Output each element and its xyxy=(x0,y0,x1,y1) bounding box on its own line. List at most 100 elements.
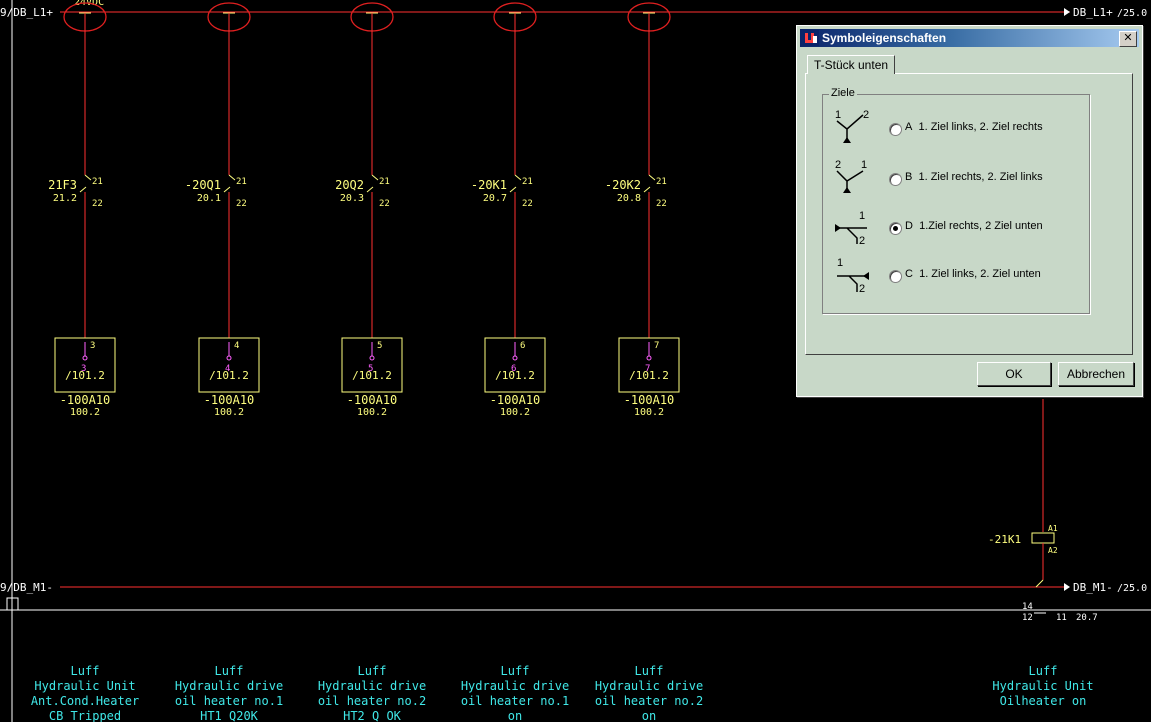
option-a-radio[interactable] xyxy=(889,123,902,136)
relay-xref-page: 20.7 xyxy=(1076,613,1098,623)
desc-line-4: on xyxy=(642,709,656,722)
t-piece-down-left-right-icon: 1 2 xyxy=(835,109,869,143)
desc-line-1: Luff xyxy=(358,664,387,678)
io-module-box[interactable] xyxy=(484,337,546,393)
option-c-label: C 1. Ziel links, 2. Ziel unten xyxy=(905,268,1041,280)
tab-panel: Ziele 1 2 A 1. Ziel links, 2. Ziel recht… xyxy=(805,73,1133,355)
terminal-top: 21 xyxy=(236,177,247,187)
device-ref: 100.2 xyxy=(357,407,387,418)
io-module-box[interactable] xyxy=(618,337,680,393)
contact-ref: 20.8 xyxy=(617,193,641,204)
circuit-column[interactable]: 21F321.2212233/101.2-100A10100.2LuffHydr… xyxy=(31,2,139,722)
svg-text:2: 2 xyxy=(859,235,865,247)
symbol-properties-dialog[interactable]: Symboleigenschaften ✕ T-Stück unten Ziel… xyxy=(796,25,1143,397)
option-a[interactable]: 1 2 A 1. Ziel links, 2. Ziel rechts xyxy=(823,109,1089,149)
option-b-label: B 1. Ziel rechts, 2. Ziel links xyxy=(905,171,1043,183)
option-a-label: A 1. Ziel links, 2. Ziel rechts xyxy=(905,121,1043,133)
contact-ref: 20.7 xyxy=(483,193,507,204)
desc-line-3: oil heater no.1 xyxy=(175,694,283,708)
svg-text:2: 2 xyxy=(835,159,841,171)
desc-line-4: on xyxy=(508,709,522,722)
device-name: -100A10 xyxy=(624,393,675,407)
contact-ref: 21.2 xyxy=(53,193,77,204)
desc-line-2: Hydraulic Unit xyxy=(34,679,135,693)
top-bus-right-ref: /25.0 xyxy=(1117,8,1147,19)
desc-line-3: Ant.Cond.Heater xyxy=(31,694,139,708)
nc-contact-symbol[interactable] xyxy=(366,174,379,193)
device-ref: 100.2 xyxy=(70,407,100,418)
t-piece-down-right-left-icon: 2 1 xyxy=(835,159,867,193)
desc-line-1: Luff xyxy=(501,664,530,678)
circuit-column[interactable]: -20K220.8212277/101.2-100A10100.2LuffHyd… xyxy=(595,2,703,722)
contact-name: 21F3 xyxy=(48,178,77,192)
svg-text:1: 1 xyxy=(859,210,865,222)
terminal-point[interactable] xyxy=(646,355,652,361)
contact-ref: 20.3 xyxy=(340,193,364,204)
targets-group-label: Ziele xyxy=(829,87,857,99)
terminal-bottom: 22 xyxy=(236,199,247,209)
desc-line-1: Luff xyxy=(635,664,664,678)
option-c[interactable]: 1 2 C 1. Ziel links, 2. Ziel unten xyxy=(823,256,1089,296)
relay-name: -21K1 xyxy=(988,533,1021,546)
option-d[interactable]: 1 2 D 1.Ziel rechts, 2 Ziel unten xyxy=(823,208,1089,248)
nc-contact-symbol[interactable] xyxy=(79,174,92,193)
t-piece-right-left-down-icon: 1 2 xyxy=(837,257,869,295)
device-name: -100A10 xyxy=(60,393,111,407)
relay-a2: A2 xyxy=(1048,546,1058,555)
terminal-number-2: 3 xyxy=(81,364,86,374)
device-name: -100A10 xyxy=(204,393,255,407)
svg-text:2: 2 xyxy=(863,109,869,121)
cancel-button[interactable]: Abbrechen xyxy=(1058,362,1134,386)
io-module-box[interactable] xyxy=(54,337,116,393)
circuit-column[interactable]: 20Q220.3212255/101.2-100A10100.2LuffHydr… xyxy=(318,2,426,722)
top-bus-right-label: DB_L1+ xyxy=(1073,6,1113,19)
terminal-bottom: 22 xyxy=(522,199,533,209)
circuit-column[interactable]: -20K120.7212266/101.2-100A10100.2LuffHyd… xyxy=(461,2,569,722)
desc-line-2: Hydraulic drive xyxy=(595,679,703,693)
desc-line-1: Luff xyxy=(71,664,100,678)
terminal-number-2: 5 xyxy=(368,364,373,374)
option-b[interactable]: 2 1 B 1. Ziel rechts, 2. Ziel links xyxy=(823,159,1089,199)
terminal-point[interactable] xyxy=(512,355,518,361)
io-module-box[interactable] xyxy=(198,337,260,393)
option-d-radio[interactable] xyxy=(889,222,902,235)
io-module-box[interactable] xyxy=(341,337,403,393)
nc-contact-symbol[interactable] xyxy=(643,174,656,193)
circuit-column[interactable]: -20Q120.1212244/101.2-100A10100.2LuffHyd… xyxy=(175,2,283,722)
device-ref: 100.2 xyxy=(500,407,530,418)
terminal-point[interactable] xyxy=(369,355,375,361)
desc-line-2: Hydraulic drive xyxy=(318,679,426,693)
terminal-top: 21 xyxy=(379,177,390,187)
close-button[interactable]: ✕ xyxy=(1119,31,1137,47)
page-ref: /101.2 xyxy=(209,369,249,382)
page-ref: /101.2 xyxy=(495,369,535,382)
desc-line-1: Luff xyxy=(215,664,244,678)
page-ref: /101.2 xyxy=(352,369,392,382)
desc-line-4: CB Tripped xyxy=(49,709,121,722)
bottom-bus-right-ref: /25.0 xyxy=(1117,583,1147,594)
terminal-number: 3 xyxy=(90,341,95,351)
nc-contact-symbol[interactable] xyxy=(223,174,236,193)
ok-button[interactable]: OK xyxy=(977,362,1051,386)
dialog-titlebar[interactable]: Symboleigenschaften ✕ xyxy=(800,29,1139,47)
option-c-radio[interactable] xyxy=(889,270,902,283)
svg-text:1: 1 xyxy=(837,257,843,269)
contact-name: -20K1 xyxy=(471,178,507,192)
bottom-bus-left-label: 9/DB_M1- xyxy=(0,581,53,594)
tab-t-piece-bottom[interactable]: T-Stück unten xyxy=(807,55,896,74)
terminal-bottom: 22 xyxy=(379,199,390,209)
device-name: -100A10 xyxy=(490,393,541,407)
contact-name: 20Q2 xyxy=(335,178,364,192)
terminal-number: 5 xyxy=(377,341,382,351)
desc-line-3: oil heater no.2 xyxy=(318,694,426,708)
terminal-point[interactable] xyxy=(226,355,232,361)
terminal-point[interactable] xyxy=(82,355,88,361)
targets-groupbox: Ziele 1 2 A 1. Ziel links, 2. Ziel recht… xyxy=(822,87,1090,314)
relay-21K1[interactable]: -21K1 A1 A2 14 12 11 20.7 Luff Hydraulic… xyxy=(988,395,1098,708)
option-b-radio[interactable] xyxy=(889,173,902,186)
relay-desc-line-1: Luff xyxy=(1029,664,1058,678)
nc-contact-symbol[interactable] xyxy=(509,174,522,193)
page-ref: /101.2 xyxy=(629,369,669,382)
terminal-bottom: 22 xyxy=(92,199,103,209)
